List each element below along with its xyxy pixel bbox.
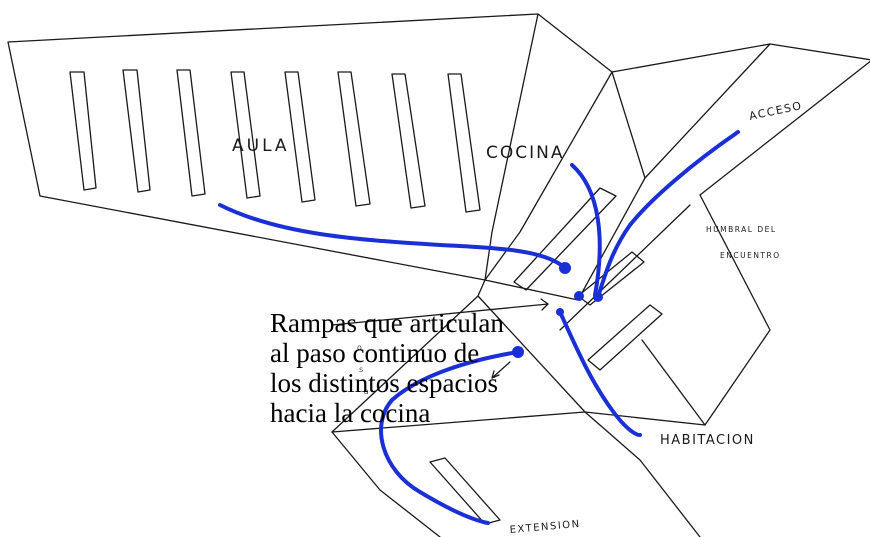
cocina-fold (484, 71, 613, 281)
path-endpoints (512, 262, 603, 358)
aula-window-slots (69, 69, 481, 213)
svg-text:s: s (359, 365, 363, 374)
label-aula: AULA (232, 136, 290, 156)
svg-text:~a: ~a (357, 387, 369, 396)
path-extension (379, 350, 520, 525)
label-umbral-1: HUMBRAL DEL (706, 225, 777, 234)
faint-marks: o s ~a (357, 343, 369, 396)
small-arrow (491, 361, 511, 379)
path-cocina (570, 163, 602, 297)
label-extension: EXTENSION (509, 519, 581, 536)
caption-leader-arrow (540, 298, 549, 311)
svg-text:o: o (357, 343, 362, 352)
circulation-paths (218, 130, 740, 525)
caption-line-2: al paso continuo de (270, 338, 480, 368)
bottom-right-edge (584, 411, 701, 537)
path-acceso (596, 130, 740, 299)
caption: Rampas que articulan al paso continuo de… (270, 308, 570, 428)
label-umbral-2: ENCUENTRO (720, 251, 781, 260)
acceso-far-edge (699, 60, 870, 196)
extension-slot (429, 457, 501, 525)
caption-line-3: los distintos espacios (270, 368, 498, 398)
acceso-edge (644, 43, 771, 179)
label-habitacion: HABITACION (660, 433, 755, 448)
caption-line-4: hacia la cocina (270, 398, 431, 428)
right-fold (584, 339, 706, 426)
caption-line-1: Rampas que articulan (270, 308, 504, 338)
aula-plane (7, 13, 539, 281)
right-plane (699, 194, 771, 426)
caption-leader (331, 303, 549, 326)
path-habitacion (558, 310, 642, 437)
threshold-diagonal (559, 204, 691, 331)
path-aula (218, 203, 567, 270)
bottom-plane (331, 431, 441, 537)
acceso-plane (611, 43, 870, 73)
label-cocina: COCINA (486, 143, 564, 163)
